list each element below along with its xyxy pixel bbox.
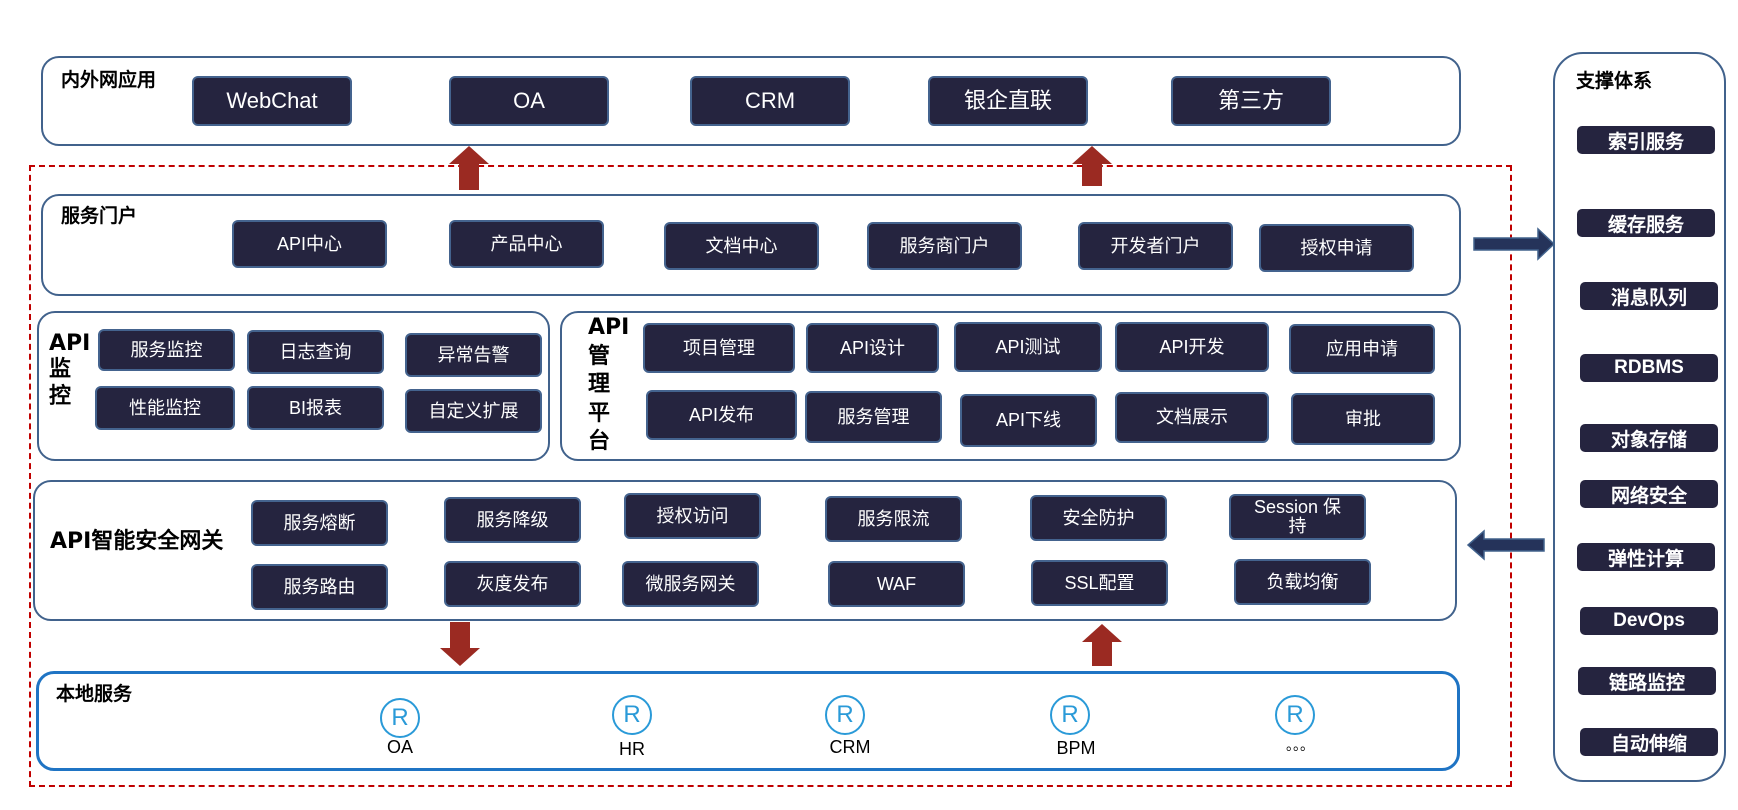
gw-gray-release[interactable]: 灰度发布 bbox=[444, 561, 581, 607]
app-bank-direct[interactable]: 银企直联 bbox=[928, 76, 1088, 126]
app-oa[interactable]: OA bbox=[449, 76, 609, 126]
portal-auth-request[interactable]: 授权申请 bbox=[1259, 224, 1414, 272]
mgmt-api-offline[interactable]: API下线 bbox=[960, 394, 1097, 447]
arrow-left-icon bbox=[1466, 529, 1545, 561]
support-devops[interactable]: DevOps bbox=[1580, 607, 1718, 635]
mgmt-api-publish[interactable]: API发布 bbox=[646, 390, 797, 440]
arrow-up-icon bbox=[1082, 624, 1122, 666]
monitor-performance[interactable]: 性能监控 bbox=[95, 386, 235, 430]
monitor-title-line: 监 bbox=[49, 357, 72, 383]
apps-title: 内外网应用 bbox=[61, 69, 157, 91]
portal-doc-center[interactable]: 文档中心 bbox=[664, 222, 819, 270]
local-service-crm[interactable]: CRM bbox=[829, 737, 871, 757]
mgmt-api-design[interactable]: API设计 bbox=[806, 323, 939, 373]
mgmt-api-dev[interactable]: API开发 bbox=[1115, 322, 1269, 372]
local-title: 本地服务 bbox=[56, 683, 133, 705]
gw-load-balance[interactable]: 负载均衡 bbox=[1234, 559, 1371, 605]
mgmt-service-manage[interactable]: 服务管理 bbox=[805, 391, 942, 443]
portal-provider-portal[interactable]: 服务商门户 bbox=[867, 222, 1022, 270]
local-service-oa[interactable]: OA bbox=[386, 737, 414, 757]
mgmt-doc-display[interactable]: 文档展示 bbox=[1115, 392, 1269, 443]
local-panel bbox=[36, 671, 1460, 771]
monitor-log-query[interactable]: 日志查询 bbox=[247, 330, 384, 374]
support-trace-monitor[interactable]: 链路监控 bbox=[1578, 667, 1716, 695]
gw-microservice-gateway[interactable]: 微服务网关 bbox=[622, 561, 759, 607]
arrow-up-icon bbox=[449, 146, 489, 190]
gateway-title: API智能安全网关 bbox=[50, 529, 224, 554]
monitor-title: API 监 控 bbox=[49, 331, 90, 410]
mgmt-approval[interactable]: 审批 bbox=[1291, 393, 1435, 445]
support-network-security[interactable]: 网络安全 bbox=[1580, 480, 1718, 508]
support-autoscaling[interactable]: 自动伸缩 bbox=[1580, 728, 1718, 756]
registered-icon: R bbox=[1275, 695, 1315, 735]
app-webchat[interactable]: WebChat bbox=[192, 76, 352, 126]
gw-waf[interactable]: WAF bbox=[828, 561, 965, 607]
monitor-exception-alert[interactable]: 异常告警 bbox=[405, 333, 542, 377]
support-cache[interactable]: 缓存服务 bbox=[1577, 209, 1715, 237]
support-elastic-compute[interactable]: 弹性计算 bbox=[1577, 543, 1715, 571]
registered-icon: R bbox=[825, 695, 865, 735]
portal-title: 服务门户 bbox=[61, 205, 138, 227]
gw-degradation[interactable]: 服务降级 bbox=[444, 497, 581, 543]
registered-icon: R bbox=[1050, 695, 1090, 735]
gw-rate-limit[interactable]: 服务限流 bbox=[825, 496, 962, 542]
platform-boundary bbox=[29, 165, 1512, 787]
mgmt-app-request[interactable]: 应用申请 bbox=[1289, 324, 1435, 374]
support-message-queue[interactable]: 消息队列 bbox=[1580, 282, 1718, 310]
support-index[interactable]: 索引服务 bbox=[1577, 126, 1715, 154]
gw-routing[interactable]: 服务路由 bbox=[251, 564, 388, 610]
portal-developer-portal[interactable]: 开发者门户 bbox=[1078, 222, 1233, 270]
registered-icon: R bbox=[380, 698, 420, 738]
monitor-service-monitor[interactable]: 服务监控 bbox=[98, 329, 235, 371]
app-third-party[interactable]: 第三方 bbox=[1171, 76, 1331, 126]
mgmt-title-line: 理 bbox=[588, 372, 611, 398]
arrow-down-icon bbox=[440, 622, 480, 666]
support-rdbms[interactable]: RDBMS bbox=[1580, 354, 1718, 382]
monitor-bi-report[interactable]: BI报表 bbox=[247, 386, 384, 430]
arrow-right-icon bbox=[1473, 227, 1556, 261]
mgmt-title-line: 平 bbox=[588, 400, 611, 426]
support-object-storage[interactable]: 对象存储 bbox=[1580, 424, 1718, 452]
local-service-more: 。。。 bbox=[1286, 737, 1314, 753]
mgmt-title-line: 管 bbox=[588, 343, 611, 369]
support-title: 支撑体系 bbox=[1576, 70, 1653, 92]
registered-icon: R bbox=[612, 695, 652, 735]
portal-api-center[interactable]: API中心 bbox=[232, 220, 387, 268]
gw-ssl-config[interactable]: SSL配置 bbox=[1031, 560, 1168, 606]
mgmt-api-test[interactable]: API测试 bbox=[954, 322, 1102, 372]
mgmt-project[interactable]: 项目管理 bbox=[643, 323, 795, 373]
mgmt-title-line: 台 bbox=[588, 429, 611, 455]
local-service-hr[interactable]: HR bbox=[619, 739, 645, 759]
mgmt-title: API 管 理 平 台 bbox=[588, 314, 629, 457]
support-panel bbox=[1553, 52, 1726, 782]
monitor-title-line: 控 bbox=[49, 383, 72, 409]
app-crm[interactable]: CRM bbox=[690, 76, 850, 126]
monitor-title-line: API bbox=[49, 331, 91, 356]
gw-session-sticky[interactable]: Session 保持 bbox=[1229, 494, 1366, 540]
gw-authorized-access[interactable]: 授权访问 bbox=[624, 493, 761, 539]
monitor-custom-extension[interactable]: 自定义扩展 bbox=[405, 389, 542, 433]
arrow-up-icon bbox=[1072, 146, 1112, 186]
gw-security[interactable]: 安全防护 bbox=[1030, 495, 1167, 541]
gw-circuit-breaker[interactable]: 服务熔断 bbox=[251, 500, 388, 546]
mgmt-title-line: API bbox=[588, 315, 630, 340]
local-service-bpm[interactable]: BPM bbox=[1056, 738, 1096, 758]
portal-product-center[interactable]: 产品中心 bbox=[449, 220, 604, 268]
